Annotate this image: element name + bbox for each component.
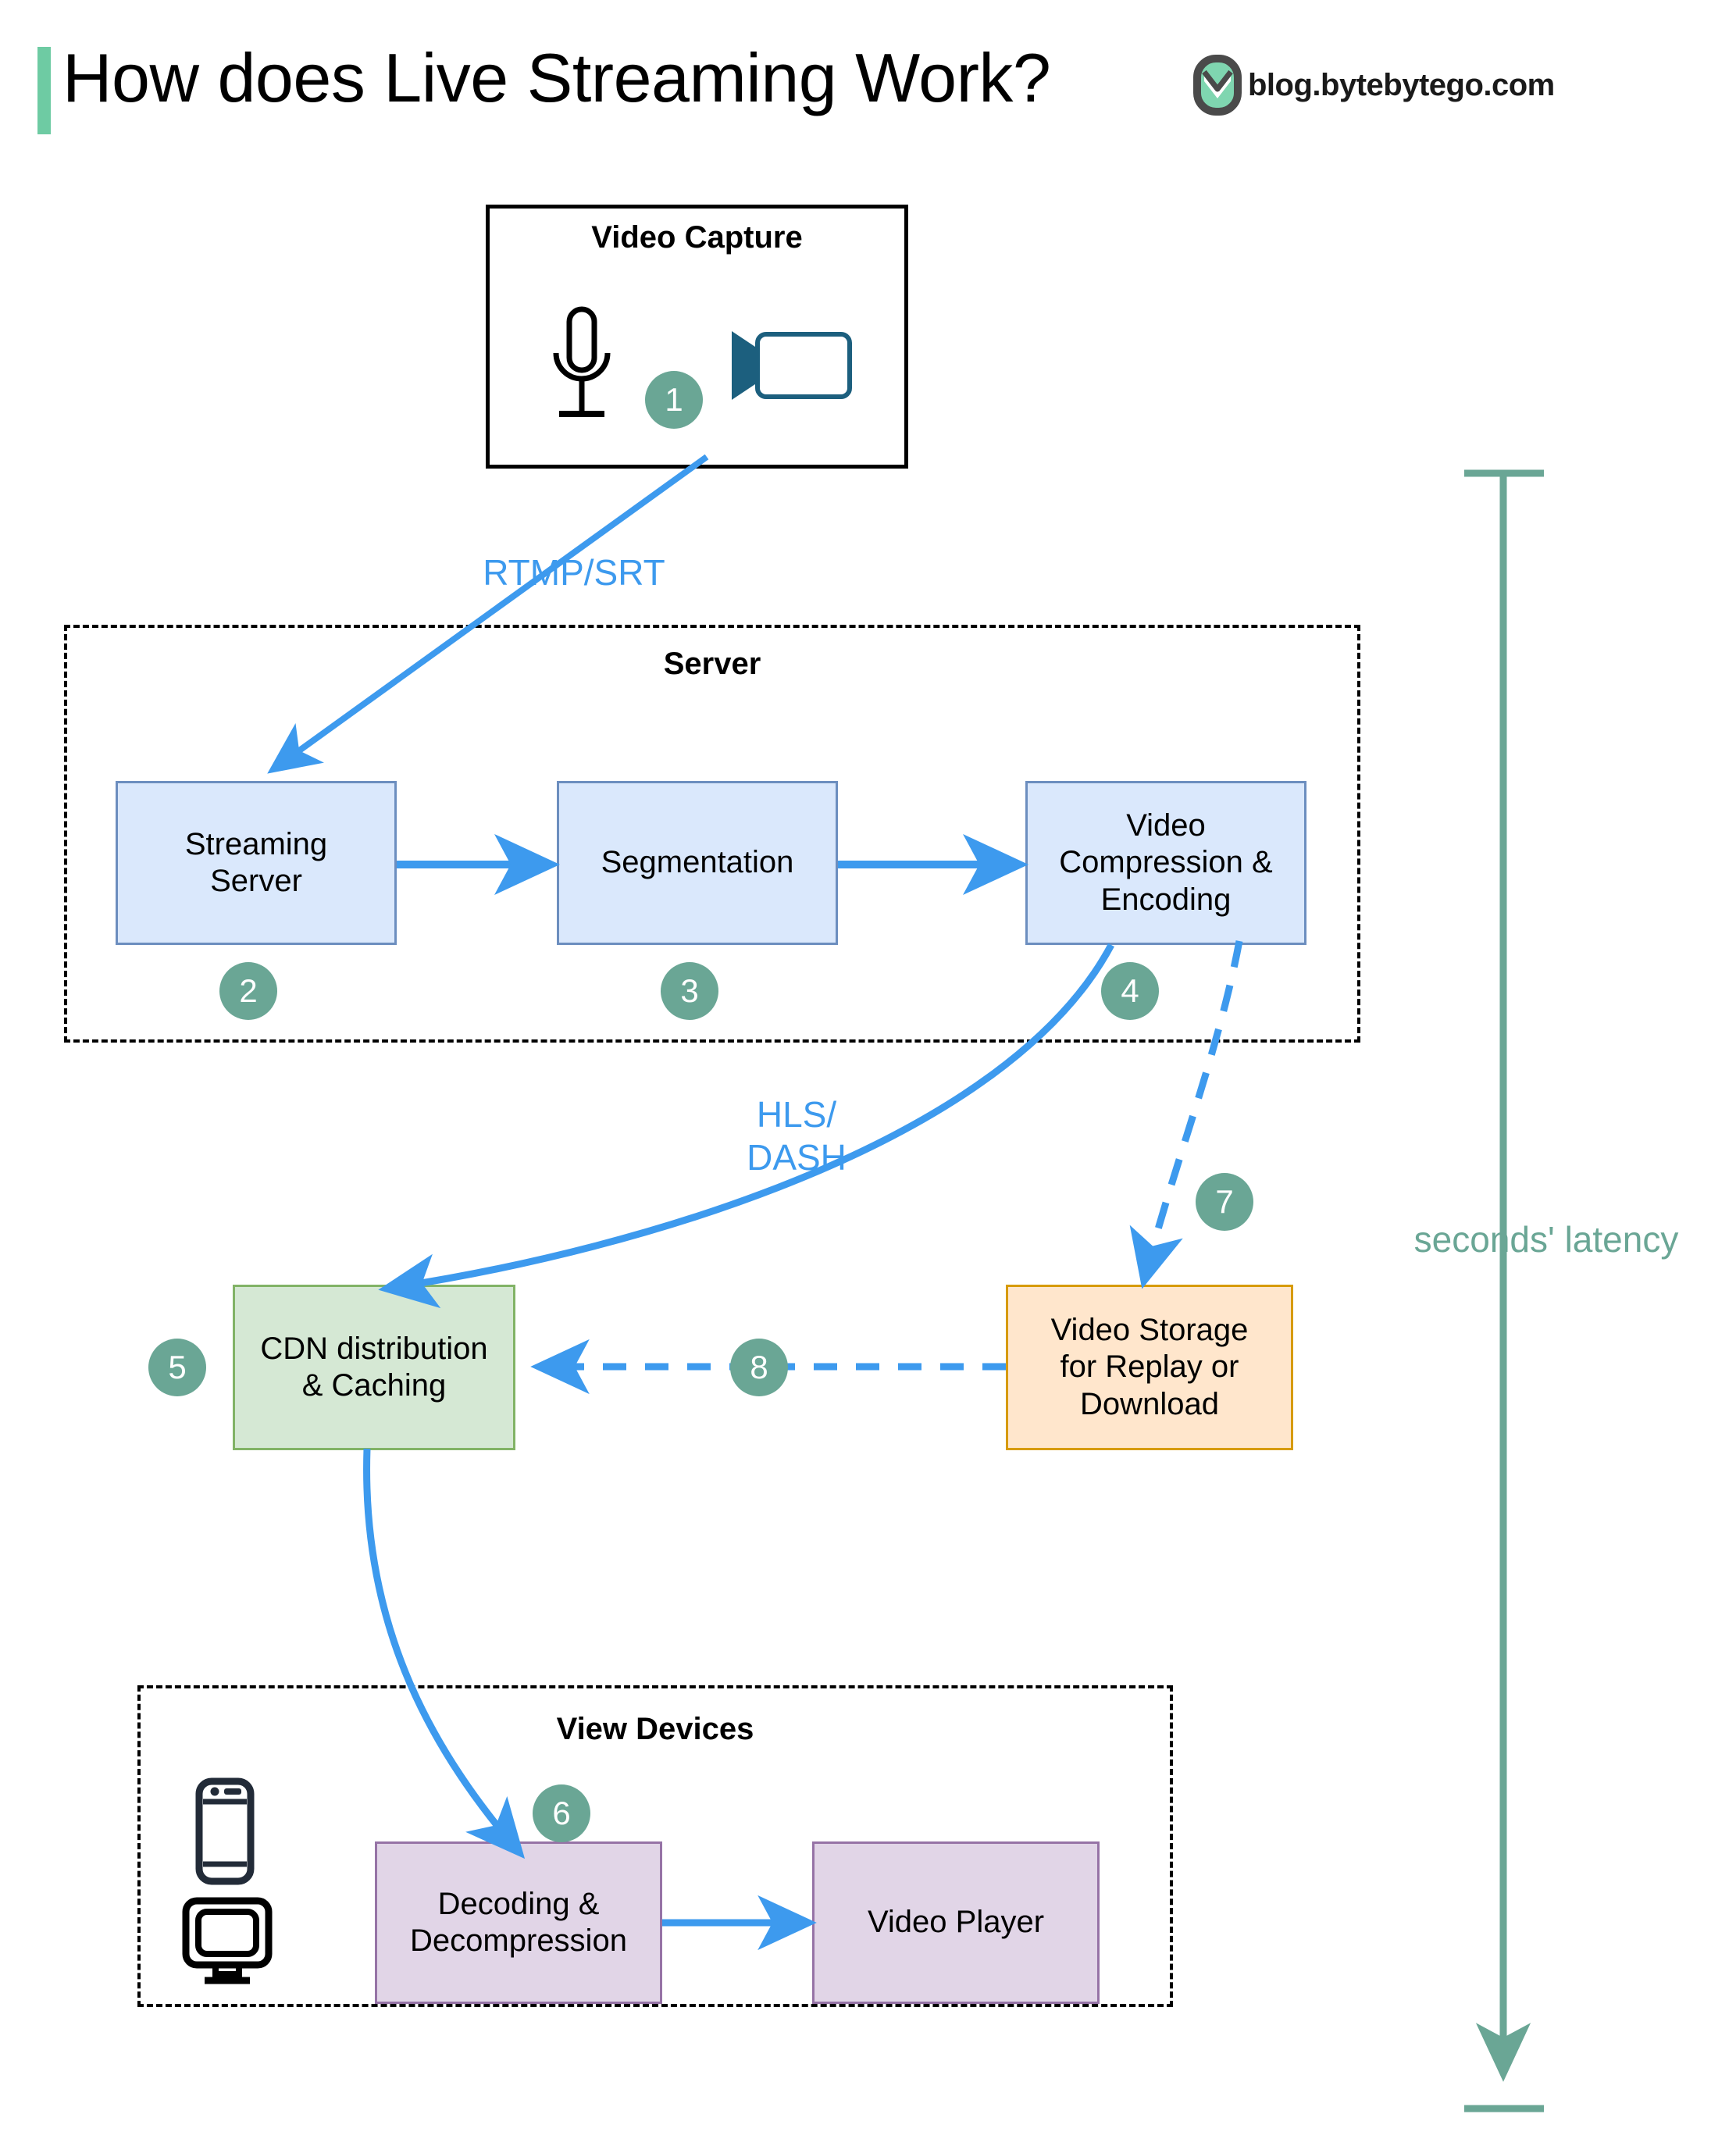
edge-label-rtmp-srt: RTMP/SRT: [483, 552, 665, 593]
mobile-phone-icon: [194, 1777, 255, 1886]
node-video-storage[interactable]: Video Storage for Replay or Download: [1006, 1285, 1293, 1450]
node-video-compression[interactable]: Video Compression & Encoding: [1025, 781, 1306, 945]
node-label: Video Storage for Replay or Download: [1050, 1313, 1249, 1421]
view-devices-group: [137, 1685, 1173, 2007]
node-label: CDN distribution & Caching: [260, 1331, 488, 1403]
latency-label: seconds' latency: [1413, 1219, 1679, 1260]
step-badge-1: 1: [645, 371, 703, 429]
node-label: Decoding & Decompression: [410, 1886, 627, 1958]
node-label: Video Player: [867, 1905, 1045, 1940]
step-badge-2: 2: [219, 962, 277, 1020]
video-capture-title: Video Capture: [591, 220, 803, 255]
bytebytego-owl-logo-icon: [1193, 55, 1242, 116]
node-decoding[interactable]: Decoding & Decompression: [375, 1841, 662, 2004]
brand-url-text: blog.bytebytego.com: [1248, 67, 1555, 102]
node-label: Segmentation: [601, 845, 794, 880]
node-cdn[interactable]: CDN distribution & Caching: [233, 1285, 515, 1450]
step-badge-5: 5: [148, 1339, 206, 1396]
title-accent-bar: [37, 47, 51, 134]
view-devices-title: View Devices: [556, 1712, 754, 1746]
edge-label-hls-dash: HLS/ DASH: [747, 1094, 847, 1178]
page-title: How does Live Streaming Work?: [62, 39, 1051, 116]
node-streaming-server[interactable]: Streaming Server: [116, 781, 397, 945]
node-video-player[interactable]: Video Player: [812, 1841, 1100, 2004]
microphone-icon: [547, 305, 617, 430]
step-badge-3: 3: [661, 962, 718, 1020]
brand-block: blog.bytebytego.com: [1193, 55, 1555, 116]
node-label: Streaming Server: [184, 826, 328, 898]
video-camera-icon: [722, 326, 855, 405]
node-segmentation[interactable]: Segmentation: [557, 781, 838, 945]
node-label: Video Compression & Encoding: [1059, 808, 1273, 917]
step-badge-8: 8: [730, 1339, 788, 1396]
server-group-title: Server: [663, 647, 761, 681]
step-badge-4: 4: [1101, 962, 1159, 1020]
step-badge-6: 6: [533, 1784, 590, 1842]
step-badge-7: 7: [1196, 1173, 1253, 1231]
desktop-monitor-icon: [181, 1896, 273, 1987]
